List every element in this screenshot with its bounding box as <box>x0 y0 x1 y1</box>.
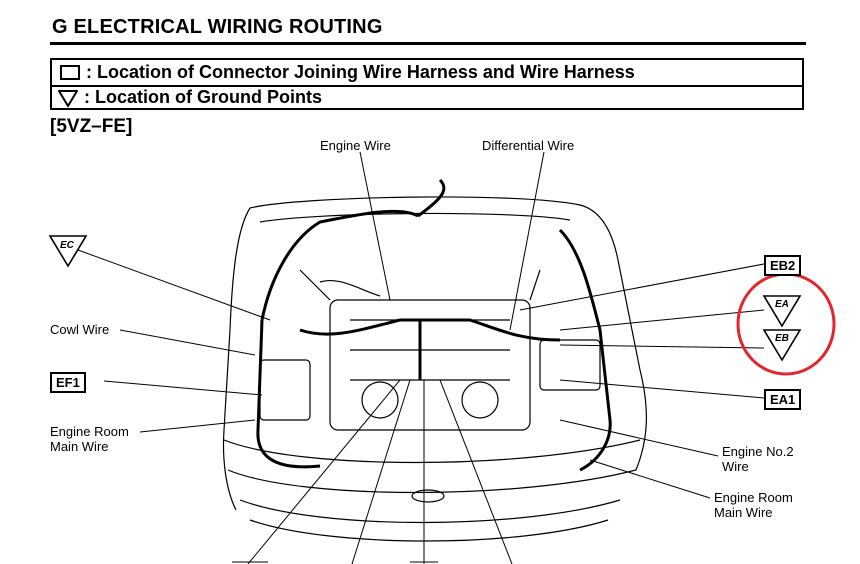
label-engine-no2-wire: Engine No.2 Wire <box>722 444 794 474</box>
ground-eb-icon <box>762 329 802 362</box>
leader-lines <box>77 151 765 564</box>
vehicle-outline <box>222 196 647 542</box>
label-cowl-wire: Cowl Wire <box>50 322 110 337</box>
label-engine-room-main-wire-left: Engine Room Main Wire <box>50 424 129 454</box>
connector-symbol-icon <box>60 65 80 80</box>
label-engine-wire: Engine Wire <box>320 138 391 153</box>
label-engine-room-main-wire-right: Engine Room Main Wire <box>714 490 793 520</box>
legend-ground-row: : Location of Ground Points <box>52 85 802 110</box>
connector-eb2: EB2 <box>764 255 802 276</box>
legend-connector-text: : Location of Connector Joining Wire Har… <box>86 62 635 82</box>
ground-ec-label: EC <box>60 240 74 251</box>
connector-ef1: EF1 <box>50 372 86 393</box>
legend-connector-row: : Location of Connector Joining Wire Har… <box>52 60 802 87</box>
ground-symbol-icon <box>58 89 78 107</box>
ground-ec-icon <box>48 235 88 268</box>
section-title: G ELECTRICAL WIRING ROUTING <box>52 16 383 38</box>
legend-ground-text: : Location of Ground Points <box>84 87 322 107</box>
engine-model-label: [5VZ–FE] <box>50 116 133 137</box>
ground-ea-label: EA <box>775 299 789 310</box>
harness-lines <box>256 178 612 472</box>
title-underline <box>50 42 806 45</box>
ground-ea-icon <box>762 295 802 328</box>
ground-eb-label: EB <box>775 333 789 344</box>
label-differential-wire: Differential Wire <box>482 138 575 153</box>
legend-box: : Location of Connector Joining Wire Har… <box>50 58 804 110</box>
connector-ea1: EA1 <box>764 389 802 410</box>
highlight-circle <box>736 272 836 376</box>
